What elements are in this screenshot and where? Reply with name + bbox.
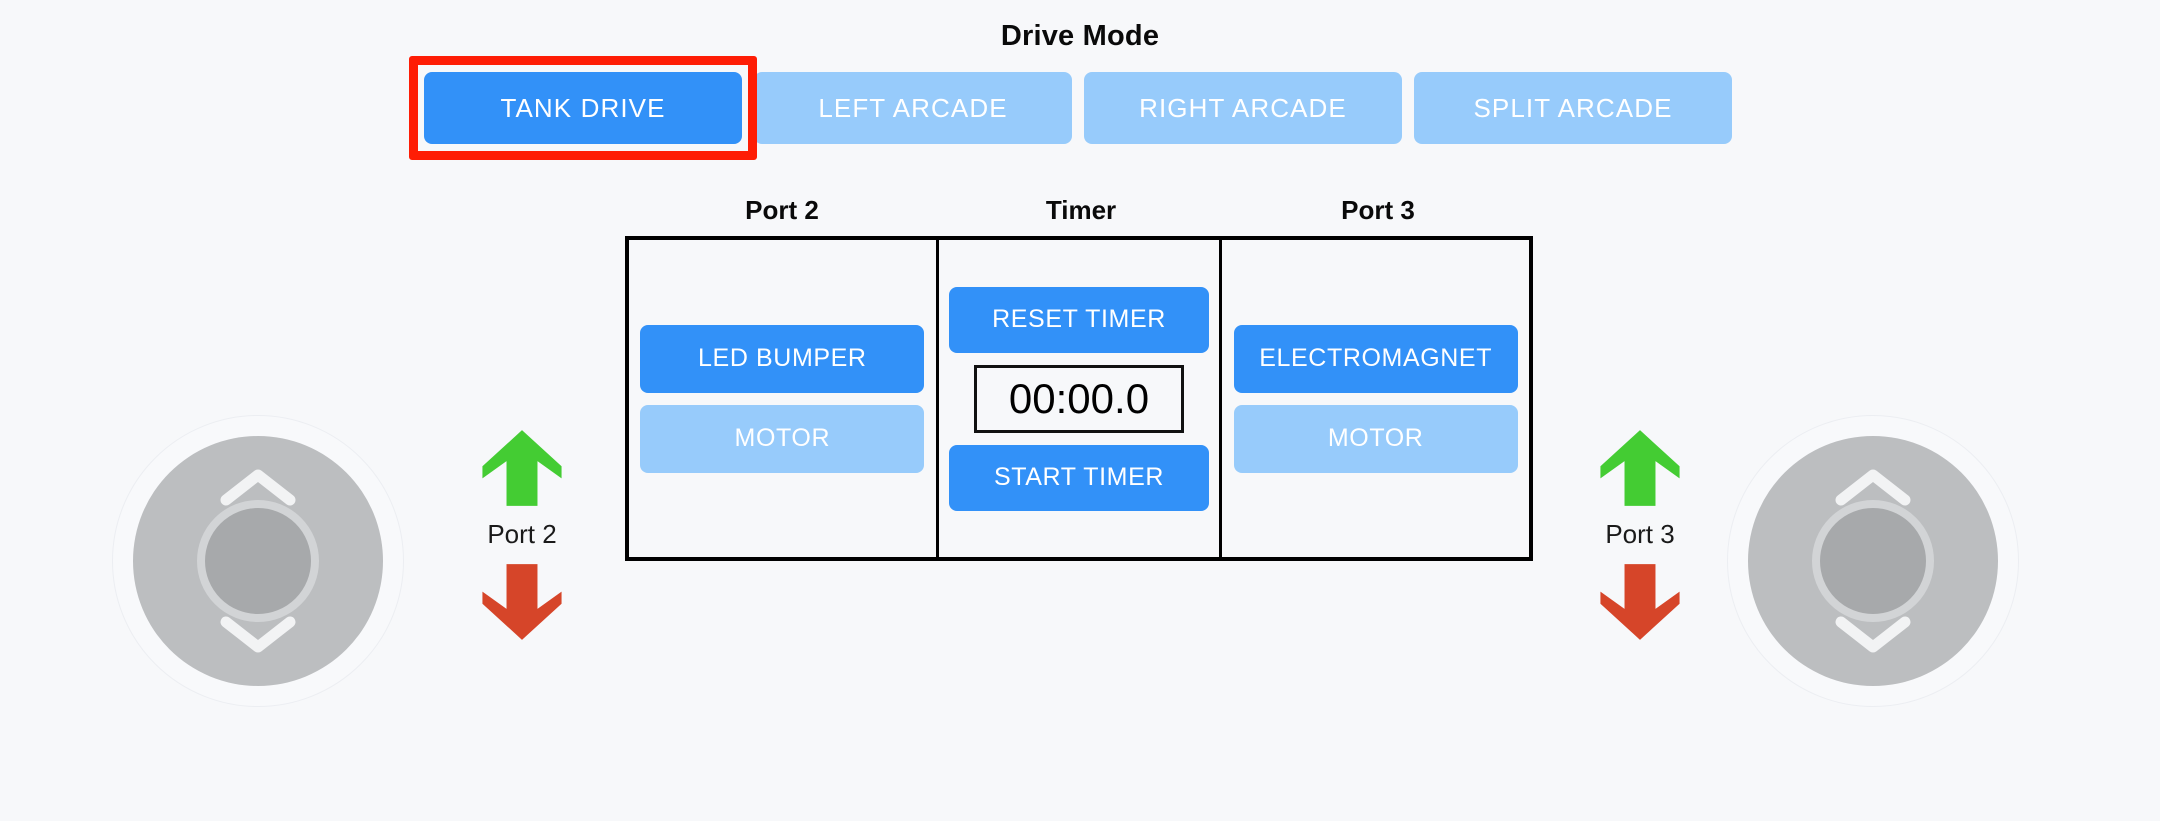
chevron-up-icon xyxy=(1835,468,1911,506)
left-joystick[interactable] xyxy=(112,415,404,707)
reset-timer-button[interactable]: RESET TIMER xyxy=(949,286,1209,353)
drive-mode-right-arcade-button[interactable]: RIGHT ARCADE xyxy=(1084,72,1402,144)
drive-mode-split-arcade-button[interactable]: SPLIT ARCADE xyxy=(1414,72,1732,144)
port3-cluster-label: Port 3 xyxy=(1605,519,1675,549)
led-bumper-button[interactable]: LED BUMPER xyxy=(640,324,925,393)
right-joystick-pad[interactable] xyxy=(1748,436,1998,686)
port2-cluster-label: Port 2 xyxy=(487,519,557,549)
panel-cell-port3: ELECTROMAGNET MOTOR xyxy=(1222,240,1529,557)
electromagnet-button[interactable]: ELECTROMAGNET xyxy=(1233,324,1518,393)
port2-motor-button[interactable]: MOTOR xyxy=(640,404,925,473)
port3-arrow-cluster: Port 3 xyxy=(1565,425,1715,645)
chevron-down-icon xyxy=(1835,616,1911,654)
timer-display: 00:00.0 xyxy=(974,364,1184,433)
left-joystick-pad[interactable] xyxy=(133,436,383,686)
panel-caption-port2: Port 2 xyxy=(745,195,819,225)
panel-cell-timer: RESET TIMER 00:00.0 START TIMER xyxy=(939,240,1223,557)
red-down-arrow-icon[interactable] xyxy=(1597,559,1683,645)
green-up-arrow-icon[interactable] xyxy=(1597,425,1683,511)
right-joystick-knob[interactable] xyxy=(1812,500,1934,622)
port2-arrow-cluster: Port 2 xyxy=(447,425,597,645)
panel-caption-port3: Port 3 xyxy=(1341,195,1415,225)
drive-mode-title: Drive Mode xyxy=(1000,20,1160,52)
panel-caption-timer: Timer xyxy=(1045,195,1117,225)
chevron-down-icon xyxy=(220,616,296,654)
left-joystick-knob[interactable] xyxy=(197,500,319,622)
drive-mode-button-group: TANK DRIVE LEFT ARCADE RIGHT ARCADE SPLI… xyxy=(424,72,1732,144)
panel-cell-port2: LED BUMPER MOTOR xyxy=(629,240,939,557)
port3-motor-button[interactable]: MOTOR xyxy=(1233,404,1518,473)
device-panel-table: LED BUMPER MOTOR RESET TIMER 00:00.0 STA… xyxy=(625,236,1533,561)
right-joystick[interactable] xyxy=(1727,415,2019,707)
chevron-up-icon xyxy=(220,468,296,506)
start-timer-button[interactable]: START TIMER xyxy=(949,444,1209,511)
green-up-arrow-icon[interactable] xyxy=(479,425,565,511)
red-down-arrow-icon[interactable] xyxy=(479,559,565,645)
drive-mode-left-arcade-button[interactable]: LEFT ARCADE xyxy=(754,72,1072,144)
drive-mode-tank-drive-button[interactable]: TANK DRIVE xyxy=(424,72,742,144)
